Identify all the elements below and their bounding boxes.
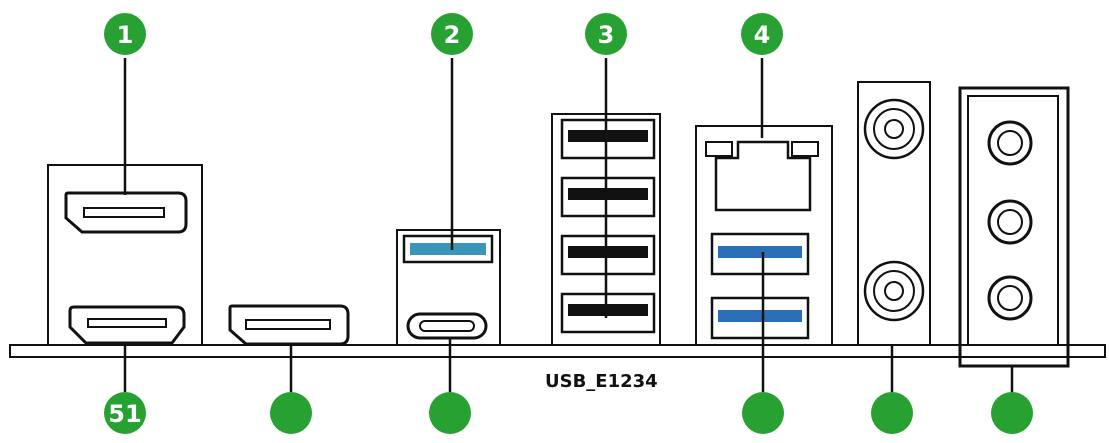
usb-a-blue-port [710, 296, 810, 340]
displayport-connector-icon [64, 191, 188, 234]
displayport-second-port [228, 304, 350, 346]
io-shield-baseline [9, 344, 1106, 358]
badge-label: 2 [444, 21, 461, 49]
usb-a-connector-icon [560, 292, 656, 334]
audio-jack-icon [987, 120, 1033, 166]
badge-bottom-6 [991, 392, 1033, 434]
display-port-block [47, 164, 203, 345]
audio-jacks [958, 86, 1070, 368]
usb-a-teal-port [402, 234, 494, 264]
badge-label: 3 [598, 21, 615, 49]
header-label: USB_E1234 [545, 371, 658, 392]
antenna-connector-icon [863, 98, 925, 160]
usb-a-connector-icon [560, 118, 656, 160]
badge-top-2: 2 [431, 13, 473, 55]
usb-a-blue-port [710, 232, 810, 276]
rj45-ethernet-icon [705, 140, 819, 212]
badge-top-3: 3 [585, 13, 627, 55]
badge-bottom-2 [270, 392, 312, 434]
badge-label: 51 [108, 400, 141, 428]
badge-bottom-4 [742, 392, 784, 434]
audio-jack-icon [987, 275, 1033, 321]
badge-label: 4 [754, 21, 771, 49]
ethernet-usb-block [695, 125, 833, 345]
badge-bottom-5 [871, 392, 913, 434]
badge-bottom-1: 51 [104, 392, 146, 434]
usb-c-connector-icon [406, 312, 488, 340]
audio-jack-icon [987, 199, 1033, 245]
badge-label: 1 [117, 21, 134, 49]
usb-a-connector-icon [560, 234, 656, 276]
usb-a-connector-icon [560, 176, 656, 218]
badge-top-1: 1 [104, 13, 146, 55]
wifi-antenna-connectors [857, 81, 931, 345]
usb-teal-usbc-block [396, 229, 501, 345]
antenna-connector-icon [863, 260, 925, 322]
badge-top-4: 4 [741, 13, 783, 55]
badge-bottom-3 [429, 392, 471, 434]
hdmi-connector-icon [68, 305, 186, 345]
